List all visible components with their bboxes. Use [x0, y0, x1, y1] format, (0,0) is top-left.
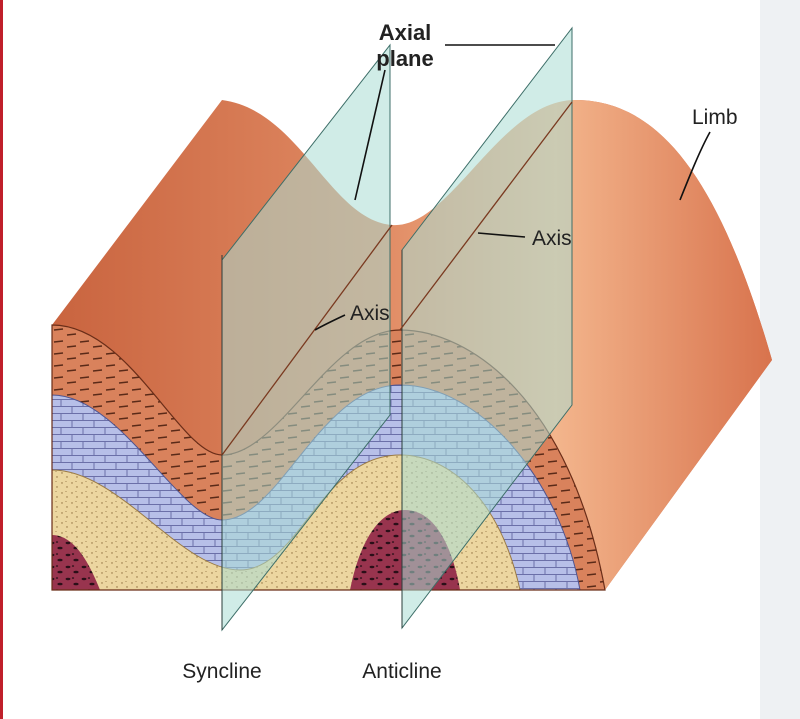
left-border — [0, 0, 3, 719]
syncline-label: Syncline — [182, 660, 261, 683]
limb-leader — [679, 131, 711, 201]
folded-top-surface — [52, 100, 772, 590]
axial-plane-leader-b — [354, 69, 386, 201]
axis-left-leader — [314, 314, 346, 331]
axial-plane-label-line2: plane — [376, 46, 433, 71]
anticline-axis-line — [399, 101, 573, 331]
conglomerate-left — [52, 535, 100, 590]
syncline-axis-line — [221, 224, 393, 456]
axis-right-leader — [477, 232, 526, 238]
axis-right-label: Axis — [532, 227, 572, 250]
axis-left-label: Axis — [350, 302, 390, 325]
anticline-label: Anticline — [362, 660, 441, 683]
axial-plane-label-line1: Axial — [379, 20, 432, 45]
limb-label: Limb — [692, 106, 738, 129]
